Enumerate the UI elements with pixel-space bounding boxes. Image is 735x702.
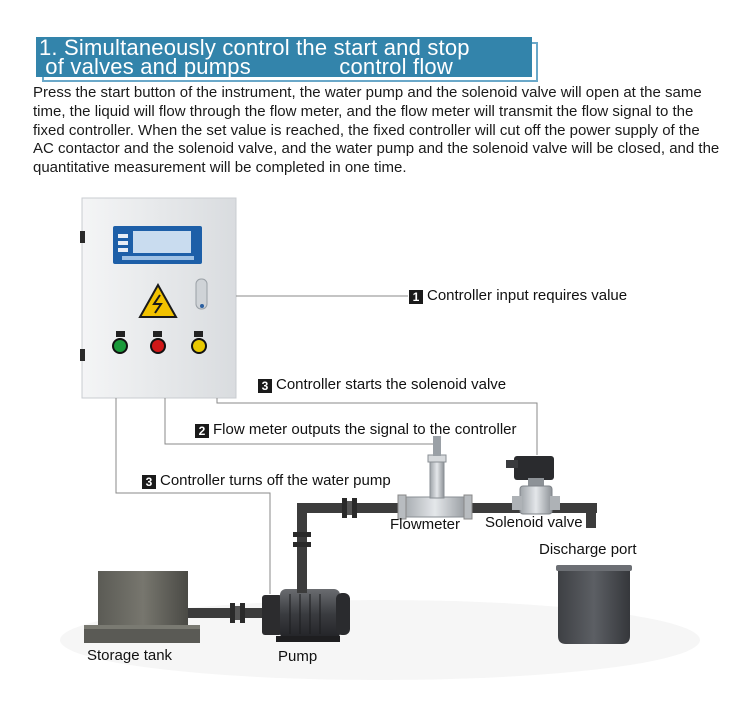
control-cabinet	[80, 197, 237, 399]
discharge-port-caption: Discharge port	[539, 541, 637, 558]
cabinet-hinge-top	[80, 231, 85, 243]
cabinet-hinge-bottom	[80, 349, 85, 361]
banner-title-line1: 1. Simultaneously control the start and …	[39, 35, 470, 60]
step2-number-badge: 2	[195, 424, 209, 438]
step3-solenoid-label: 3 Controller starts the solenoid valve	[258, 376, 506, 394]
solenoid-valve-caption: Solenoid valve	[485, 514, 583, 531]
stop-button-red	[152, 340, 164, 352]
solenoid-valve	[506, 456, 560, 515]
wire-step3-solenoid	[216, 398, 538, 455]
step1-label: 1 Controller input requires value	[409, 287, 627, 305]
step2-label: 2 Flow meter outputs the signal to the co…	[195, 421, 517, 439]
intro-paragraph: Press the start button of the instrument…	[33, 84, 720, 177]
step1-text: Controller input requires value	[427, 287, 628, 304]
section-title-banner: 1. Simultaneously control the start and …	[36, 35, 532, 79]
flowmeter-caption: Flowmeter	[390, 516, 461, 533]
step3b-text: Controller turns off the water pump	[160, 472, 391, 489]
step3b-number-badge: 3	[142, 475, 156, 489]
banner-title-line2: of valves and pumps control flow	[39, 54, 453, 79]
pump	[262, 589, 350, 642]
discharge-port	[556, 565, 632, 644]
label-plate-green	[116, 331, 125, 337]
storage-tank-caption: Storage tank	[87, 647, 173, 664]
step2-text: Flow meter outputs the signal to the con…	[213, 421, 517, 438]
start-button-green	[114, 340, 126, 352]
step3a-number-badge: 3	[258, 379, 272, 393]
label-plate-red	[153, 331, 162, 337]
electrical-warning-icon	[138, 282, 178, 318]
step1-number-badge: 1	[409, 290, 423, 304]
indicator-button-yellow	[193, 340, 205, 352]
inlet-pipe	[188, 603, 266, 623]
wire-step3-pump	[115, 398, 271, 594]
controller-display-unit	[113, 226, 202, 264]
storage-tank	[84, 571, 200, 643]
label-plate-yellow	[194, 331, 203, 337]
flowmeter	[397, 436, 473, 520]
step3-pump-label: 3 Controller turns off the water pump	[142, 472, 391, 490]
step3a-text: Controller starts the solenoid valve	[276, 376, 507, 393]
signal-wires	[115, 295, 538, 594]
floor-shadow	[60, 600, 700, 680]
pump-caption: Pump	[278, 648, 318, 665]
cabinet-handle	[195, 278, 208, 310]
